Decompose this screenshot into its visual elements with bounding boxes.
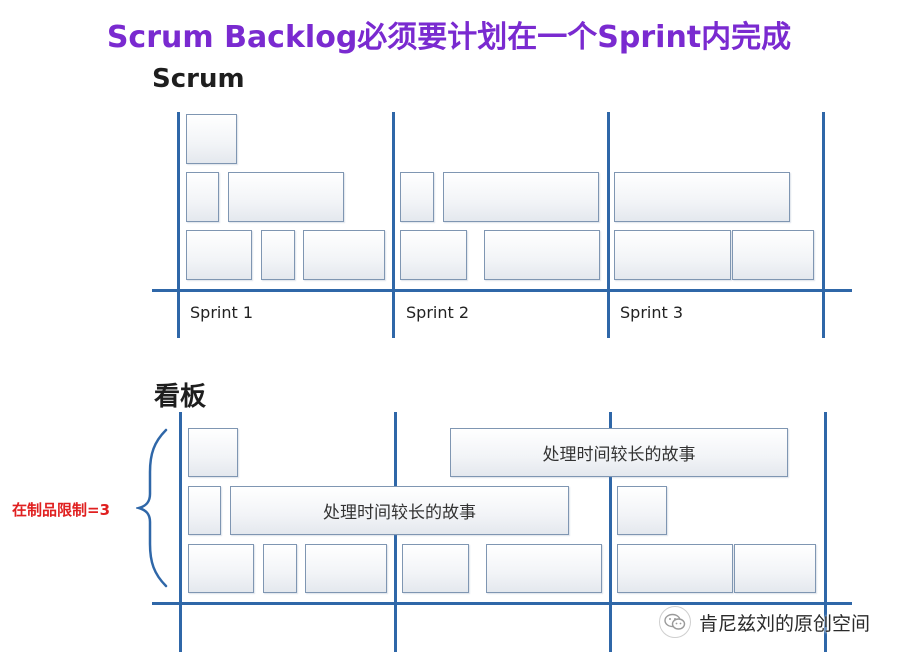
wip-limit-label: 在制品限制=3 xyxy=(12,501,111,519)
wip-brace-icon xyxy=(136,428,168,588)
backlog-item xyxy=(186,230,252,280)
sprint-label-3: Sprint 3 xyxy=(620,303,684,322)
kanban-item xyxy=(188,428,238,477)
backlog-item xyxy=(400,172,434,222)
scrum-divider xyxy=(822,112,825,338)
kanban-long-story: 处理时间较长的故事 xyxy=(230,486,569,535)
backlog-item xyxy=(732,230,814,280)
kanban-divider xyxy=(824,412,827,652)
backlog-item xyxy=(228,172,344,222)
backlog-item xyxy=(261,230,295,280)
kanban-item xyxy=(305,544,387,593)
watermark-text: 肯尼兹刘的原创空间 xyxy=(698,612,870,635)
backlog-item xyxy=(303,230,385,280)
kanban-baseline xyxy=(152,602,852,605)
backlog-item xyxy=(400,230,467,280)
backlog-item xyxy=(186,172,219,222)
page-title: Scrum Backlog必须要计划在一个Sprint内完成 xyxy=(106,20,792,55)
scrum-baseline xyxy=(152,289,852,292)
sprint-label-2: Sprint 2 xyxy=(406,303,470,322)
kanban-item xyxy=(188,486,221,535)
wechat-icon xyxy=(658,606,691,638)
backlog-item xyxy=(614,230,731,280)
scrum-divider xyxy=(607,112,610,338)
kanban-item xyxy=(617,544,733,593)
kanban-heading: 看板 xyxy=(154,382,207,412)
kanban-item xyxy=(402,544,469,593)
backlog-item xyxy=(443,172,599,222)
kanban-item xyxy=(734,544,816,593)
long-story-label: 处理时间较长的故事 xyxy=(542,445,696,465)
backlog-item xyxy=(614,172,790,222)
kanban-divider xyxy=(179,412,182,652)
kanban-item xyxy=(617,486,667,535)
scrum-divider xyxy=(392,112,395,338)
scrum-heading: Scrum xyxy=(152,64,245,94)
kanban-item xyxy=(263,544,297,593)
long-story-label: 处理时间较长的故事 xyxy=(323,503,476,523)
sprint-label-1: Sprint 1 xyxy=(190,303,254,322)
kanban-item xyxy=(188,544,254,593)
kanban-divider xyxy=(609,412,612,652)
kanban-long-story: 处理时间较长的故事 xyxy=(450,428,788,477)
kanban-item xyxy=(486,544,602,593)
scrum-divider xyxy=(177,112,180,338)
backlog-item xyxy=(484,230,600,280)
watermark: 肯尼兹刘的原创空间 xyxy=(658,606,870,638)
backlog-item xyxy=(186,114,237,164)
